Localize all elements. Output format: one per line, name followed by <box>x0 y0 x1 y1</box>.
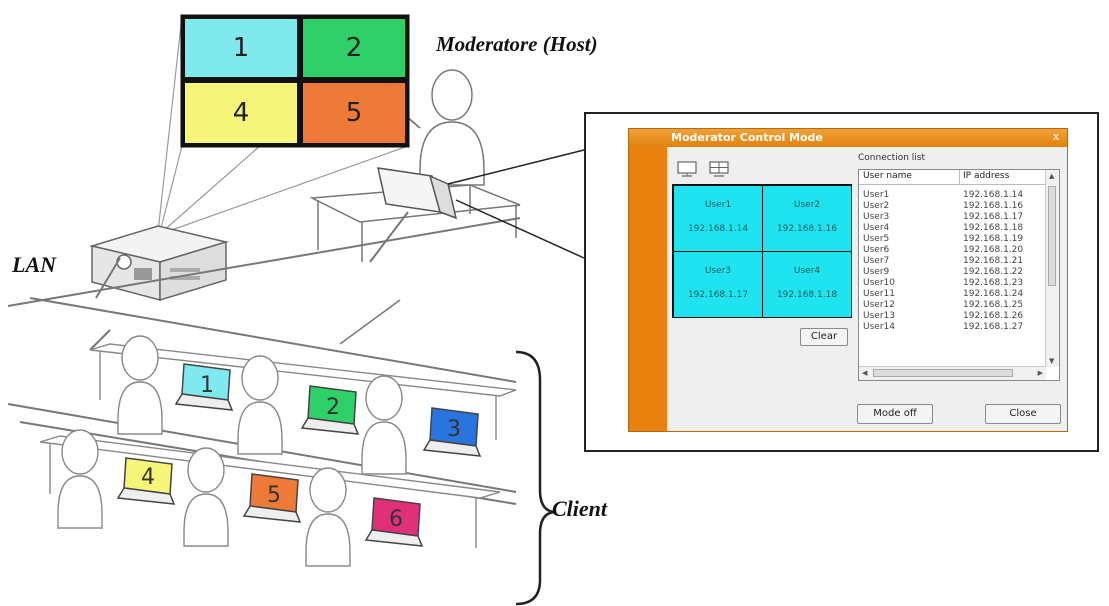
cell-ip: 192.168.1.17 <box>687 290 749 300</box>
row-ip: 192.168.1.19 <box>963 234 1024 244</box>
monitor-icon[interactable] <box>676 160 698 178</box>
user-grid: User1 192.168.1.14 User2 192.168.1.16 Us… <box>672 184 852 318</box>
projector <box>89 225 229 302</box>
cell-user: User4 <box>793 266 821 276</box>
list-row[interactable]: User3 192.168.1.17 <box>859 212 1049 223</box>
cell-ip: 192.168.1.16 <box>776 224 838 234</box>
list-row[interactable]: User5 192.168.1.19 <box>859 234 1049 245</box>
cell-ip: 192.168.1.14 <box>687 224 749 234</box>
row-user: User14 <box>863 322 895 332</box>
row-user: User1 <box>863 190 890 200</box>
row-user: User7 <box>863 256 890 266</box>
vertical-scrollbar[interactable]: ▲ ▼ <box>1045 170 1059 367</box>
row-ip: 192.168.1.23 <box>963 278 1024 288</box>
row-ip: 192.168.1.26 <box>963 311 1024 321</box>
row-user: User13 <box>863 311 895 321</box>
horizontal-scrollbar[interactable]: ◀ ▶ <box>859 366 1046 380</box>
row-user: User4 <box>863 223 890 233</box>
list-row[interactable]: User6 192.168.1.20 <box>859 245 1049 256</box>
row-ip: 192.168.1.18 <box>963 223 1024 233</box>
list-row[interactable]: User10 192.168.1.23 <box>859 278 1049 289</box>
row-user: User5 <box>863 234 890 244</box>
scroll-up-icon[interactable]: ▲ <box>1049 172 1055 180</box>
screen-tile-2: 2 <box>300 16 408 80</box>
row-user: User9 <box>863 267 890 277</box>
scroll-left-icon[interactable]: ◀ <box>862 369 868 377</box>
cell-ip: 192.168.1.18 <box>776 290 838 300</box>
row-user: User2 <box>863 201 890 211</box>
window-sidebar <box>629 147 667 431</box>
host-label: Moderatore (Host) <box>436 32 598 56</box>
column-user-name[interactable]: User name <box>863 171 912 181</box>
laptop-screen-6: 6 <box>389 507 403 532</box>
list-row[interactable]: User12 192.168.1.25 <box>859 300 1049 311</box>
window-title: Moderator Control Mode <box>629 129 1067 147</box>
client-brace <box>515 350 557 606</box>
laptop-screen-1: 1 <box>200 373 214 398</box>
row-ip: 192.168.1.20 <box>963 245 1024 255</box>
screen-tile-5: 5 <box>300 80 408 146</box>
list-row[interactable]: User13 192.168.1.26 <box>859 311 1049 322</box>
list-row[interactable]: User9 192.168.1.22 <box>859 267 1049 278</box>
column-ip-address[interactable]: IP address <box>963 171 1010 181</box>
row-ip: 192.168.1.24 <box>963 289 1024 299</box>
row-ip: 192.168.1.16 <box>963 201 1024 211</box>
list-row[interactable]: User4 192.168.1.18 <box>859 223 1049 234</box>
split-screen-icon[interactable] <box>708 160 730 178</box>
host-person <box>419 69 485 186</box>
vertical-scroll-thumb[interactable] <box>1048 186 1056 286</box>
row-ip: 192.168.1.21 <box>963 256 1024 266</box>
list-row[interactable]: User1 192.168.1.14 <box>859 190 1049 201</box>
client-label: Client <box>552 496 608 521</box>
scroll-right-icon[interactable]: ▶ <box>1037 369 1043 377</box>
horizontal-scroll-thumb[interactable] <box>873 369 1013 377</box>
list-row[interactable]: User14 192.168.1.27 <box>859 322 1049 333</box>
user-cell[interactable]: User1 192.168.1.14 <box>674 186 762 251</box>
laptop-screen-2: 2 <box>326 395 340 420</box>
screen-tile-4: 4 <box>182 80 300 146</box>
user-cell[interactable]: User4 192.168.1.18 <box>763 252 851 317</box>
clear-button[interactable]: Clear <box>800 328 848 346</box>
list-row[interactable]: User11 192.168.1.24 <box>859 289 1049 300</box>
row-user: User3 <box>863 212 890 222</box>
close-button[interactable]: Close <box>985 404 1061 424</box>
row-ip: 192.168.1.14 <box>963 190 1024 200</box>
close-icon[interactable]: x <box>1052 130 1060 143</box>
connection-list-label: Connection list <box>858 153 926 163</box>
scroll-down-icon[interactable]: ▼ <box>1049 357 1055 365</box>
row-ip: 192.168.1.22 <box>963 267 1024 277</box>
row-ip: 192.168.1.25 <box>963 300 1024 310</box>
lan-label: LAN <box>12 252 56 277</box>
connection-list[interactable]: User name IP address User1 192.168.1.14 U… <box>858 169 1060 381</box>
laptop-screen-3: 3 <box>447 417 461 442</box>
row-ip: 192.168.1.27 <box>963 322 1024 332</box>
row-user: User6 <box>863 245 890 255</box>
list-row[interactable]: User7 192.168.1.21 <box>859 256 1049 267</box>
list-header: User name IP address <box>859 170 1045 185</box>
cell-user: User3 <box>704 266 732 276</box>
cell-user: User1 <box>704 200 732 210</box>
row-ip: 192.168.1.17 <box>963 212 1024 222</box>
list-row[interactable]: User2 192.168.1.16 <box>859 201 1049 212</box>
mode-off-button[interactable]: Mode off <box>857 404 933 424</box>
screen-tile-1: 1 <box>182 16 300 80</box>
laptop-screen-4: 4 <box>141 465 155 490</box>
row-user: User12 <box>863 300 895 310</box>
cell-user: User2 <box>793 200 821 210</box>
user-cell[interactable]: User3 192.168.1.17 <box>674 252 762 317</box>
laptop-screen-5: 5 <box>267 483 281 508</box>
user-cell[interactable]: User2 192.168.1.16 <box>763 186 851 251</box>
host-laptop <box>377 167 458 220</box>
row-user: User11 <box>863 289 895 299</box>
row-user: User10 <box>863 278 895 288</box>
